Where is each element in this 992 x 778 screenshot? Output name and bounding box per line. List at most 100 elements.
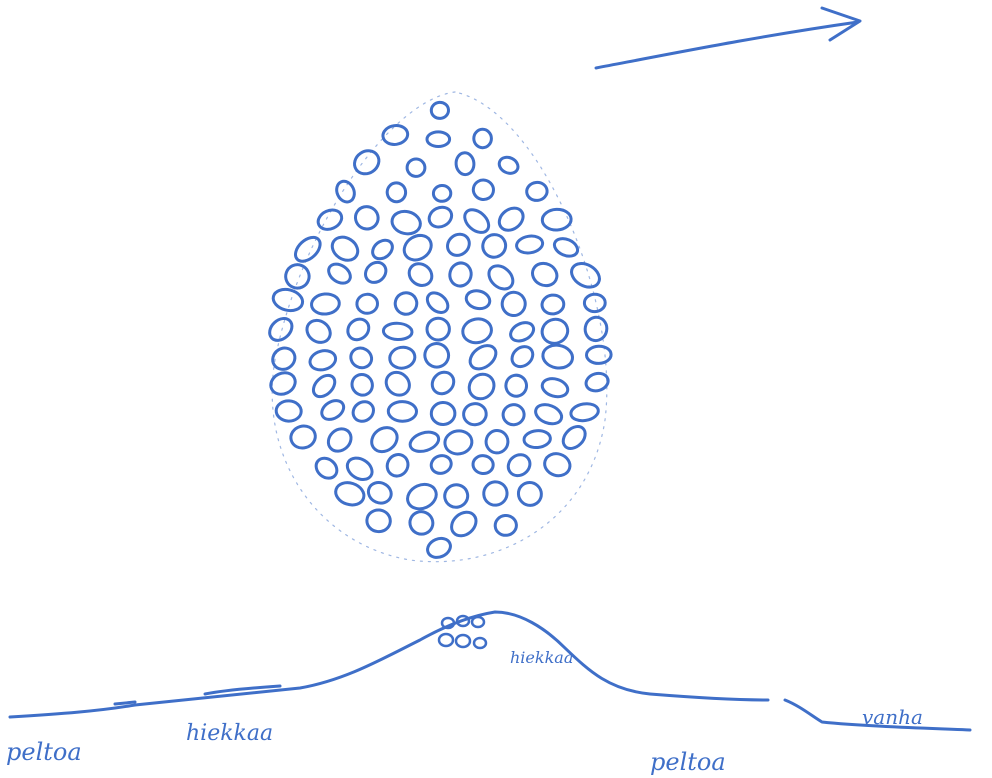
stone [447,261,473,289]
stone [282,261,312,291]
stone [501,291,527,318]
stone [365,479,394,506]
stone [443,230,473,260]
stone [464,369,499,404]
stone [312,454,341,482]
stone [315,206,345,233]
stone [369,236,396,262]
label-peltoa-left: peltoa [6,738,82,766]
mound-stone [456,635,470,647]
stone [494,515,517,537]
stone [308,348,338,373]
stone [344,315,373,344]
stone [479,477,512,510]
stone [570,402,600,423]
label-vanha: vanha [862,705,923,729]
stone [276,400,302,421]
stone [466,341,501,374]
stone [390,209,423,237]
label-hiekkaa-mound: hiekkaa [510,648,573,667]
stone [333,479,367,508]
stone [533,401,565,427]
ground-tick-left [115,702,135,704]
stone [508,343,537,371]
stone [442,482,470,509]
stone [288,423,318,451]
stone [400,231,436,265]
stone [347,344,375,371]
stone [567,259,603,292]
stone [351,202,382,233]
arrow-shaft [596,22,858,68]
stone [366,509,391,533]
stone [463,403,488,426]
stone [424,289,452,316]
stone [391,289,420,318]
stone [388,345,416,370]
stone [431,102,450,119]
stone [455,152,475,175]
stone [460,205,493,237]
mound-stone [439,634,453,646]
stone [474,129,492,148]
stone [386,182,407,203]
stone [428,368,458,398]
stone [333,178,357,204]
stone [382,368,414,400]
stone [471,178,495,201]
stone [318,397,347,424]
stone [495,204,527,235]
stone [324,424,356,456]
mound-stone [472,617,484,627]
stone [526,181,548,201]
stone [361,258,390,286]
stone [539,316,571,347]
stones-group [265,102,611,561]
stone [271,286,305,313]
stone [541,294,565,315]
stone [504,373,529,398]
stone [325,260,354,287]
stone [472,455,494,475]
stone [427,318,450,340]
stone [540,376,570,400]
stone-heap-plan [265,92,611,562]
stone [461,316,494,345]
stone [586,346,611,364]
stone [348,370,377,399]
stone [265,314,296,345]
stone [349,398,377,426]
stone [447,507,481,540]
stone [367,423,402,457]
stone [431,402,456,425]
stone [383,451,412,480]
stone [584,294,605,312]
stone [478,230,509,261]
stone [542,209,572,231]
stone [542,451,573,479]
stone [523,430,551,449]
stone [383,323,412,341]
stone [484,261,517,293]
stone [426,204,455,231]
label-peltoa-right: peltoa [650,748,726,776]
stone [343,454,376,484]
stone [583,315,609,342]
stone [485,429,509,454]
stone [421,340,452,371]
label-hiekkaa-left: hiekkaa [186,721,273,746]
stone [443,429,473,456]
ground-profile-line [10,612,768,717]
direction-arrow [596,8,860,68]
heap-outline [272,92,607,562]
stone [464,288,491,311]
stone [350,146,383,178]
cross-section [10,612,970,730]
stone [425,535,454,561]
stone [382,124,409,146]
stone [541,343,574,370]
stone [508,319,537,345]
stone [497,154,521,176]
stone [408,429,441,455]
